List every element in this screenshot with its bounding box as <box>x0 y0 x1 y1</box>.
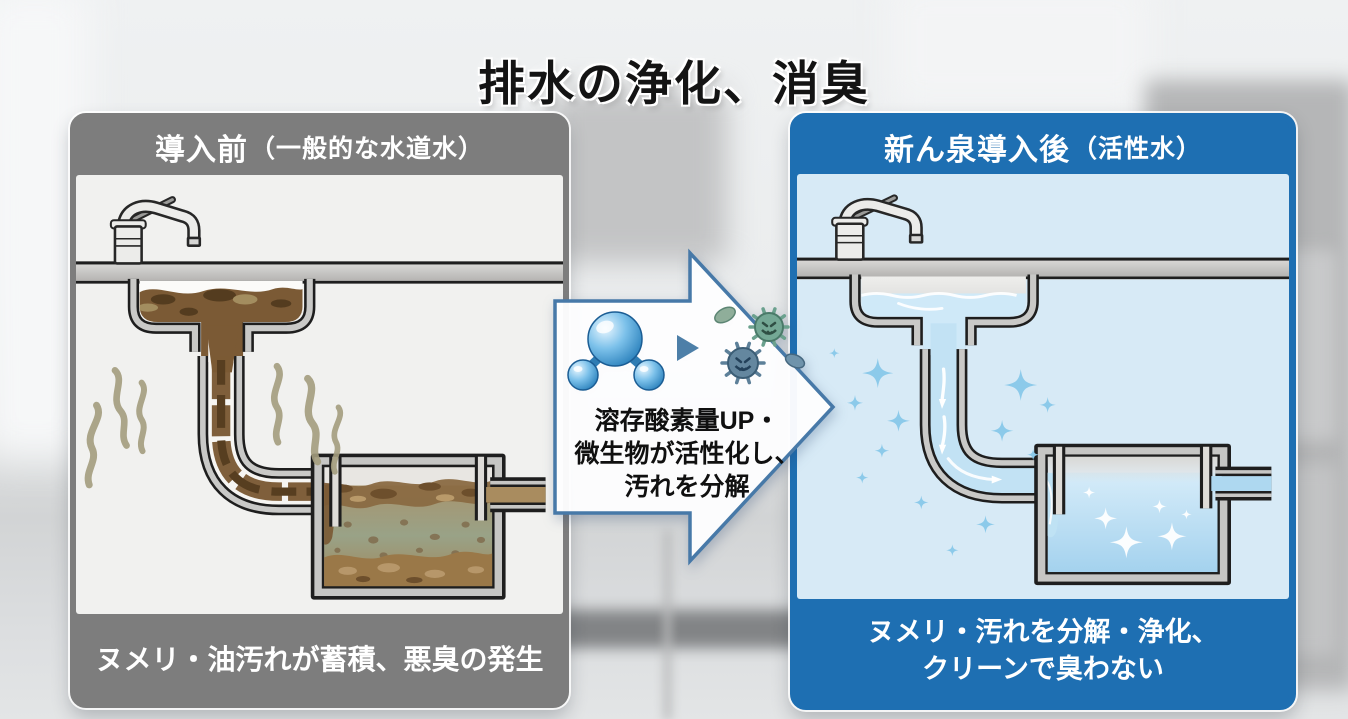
arrow-icons <box>567 306 806 391</box>
faucet-icon <box>831 194 924 261</box>
dirty-drain-diagram <box>76 196 563 600</box>
water-flow-icon <box>897 301 1003 484</box>
arrow-caption-line-1: 溶存酸素量UP・ <box>594 407 780 435</box>
after-footer-line-2: クリーンで臭わない <box>922 654 1164 684</box>
before-header-sub: （一般的な水道水） <box>249 135 484 163</box>
grease-trap-icon <box>310 453 546 600</box>
arrow-caption-line-3: 汚れを分解 <box>624 473 750 501</box>
background-seam-line <box>664 530 671 719</box>
arrow-content: 溶存酸素量UP・ 微生物が活性化し、 汚れを分解 <box>551 299 823 504</box>
after-illustration <box>797 174 1289 599</box>
after-panel: 新ん泉導入後（活性水） <box>790 113 1296 710</box>
arrow-caption: 溶存酸素量UP・ 微生物が活性化し、 汚れを分解 <box>574 405 799 504</box>
trap-dirty-water <box>324 479 493 587</box>
after-header-sub: （活性水） <box>1071 135 1202 163</box>
after-panel-footer: ヌメリ・汚れを分解・浄化、 クリーンで臭わない <box>797 599 1289 703</box>
after-footer-line-1: ヌメリ・汚れを分解・浄化、 <box>867 616 1219 647</box>
triangle-right-icon <box>677 335 699 361</box>
faucet-icon <box>109 196 202 265</box>
page-title: 排水の浄化、消臭 <box>478 57 870 111</box>
clean-drain-diagram <box>797 194 1289 586</box>
drain-pipe-icon <box>919 323 1036 504</box>
transformation-arrow: 溶存酸素量UP・ 微生物が活性化し、 汚れを分解 <box>545 233 845 583</box>
trap-outlet-pipe <box>486 477 546 513</box>
before-footer-text: ヌメリ・油汚れが蓄積、悪臭の発生 <box>95 644 544 675</box>
water-molecule-icon <box>567 311 665 391</box>
countertop <box>797 257 1289 280</box>
before-illustration <box>76 175 563 614</box>
countertop <box>76 261 563 284</box>
trap-outlet-pipe <box>1211 466 1272 501</box>
pipe-sludge <box>206 325 314 501</box>
after-header-main: 新ん泉導入後 <box>883 134 1070 167</box>
before-panel-footer: ヌメリ・油汚れが蓄積、悪臭の発生 <box>76 614 563 702</box>
microbes-icon <box>714 306 806 385</box>
arrow-caption-line-2: 微生物が活性化し、 <box>574 440 800 468</box>
after-panel-header: 新ん泉導入後（活性水） <box>797 120 1289 174</box>
background-light-top <box>890 0 1150 110</box>
before-header-main: 導入前 <box>154 134 248 167</box>
before-panel-header: 導入前（一般的な水道水） <box>76 119 563 175</box>
trap-clean-water <box>1047 456 1218 573</box>
grease-trap-icon <box>1034 443 1272 586</box>
background-kitchen-shape <box>552 88 727 263</box>
before-panel: 導入前（一般的な水道水） <box>70 113 569 708</box>
